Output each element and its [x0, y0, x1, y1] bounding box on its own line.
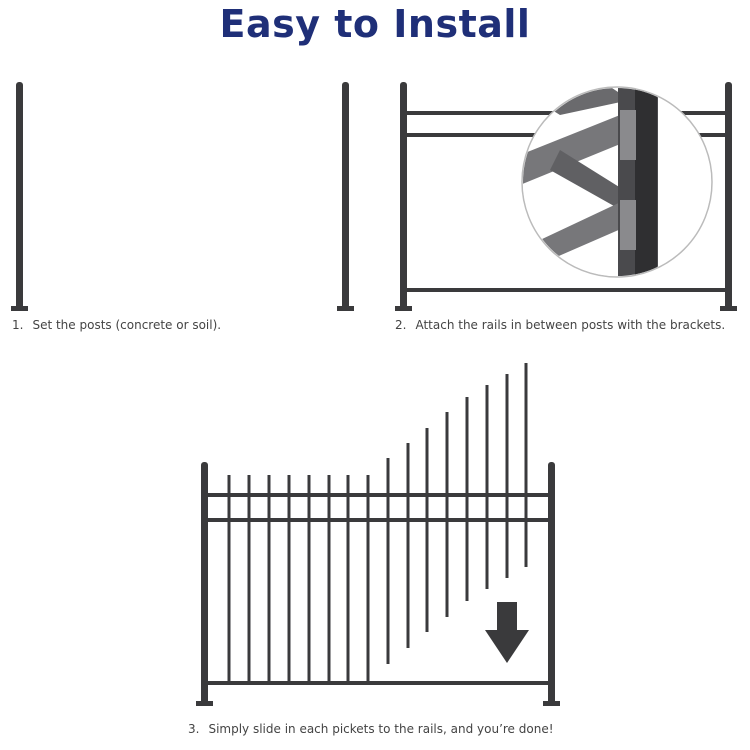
rail-bottom — [405, 288, 727, 292]
picket — [307, 475, 311, 682]
step-3-caption: 3.Simply slide in each pickets to the ra… — [188, 722, 554, 736]
post-left — [201, 462, 208, 705]
picket — [386, 458, 390, 664]
page-title: Easy to Install — [219, 2, 531, 46]
picket — [247, 475, 251, 682]
step3-fence — [196, 363, 560, 706]
down-arrow-icon — [485, 602, 529, 663]
picket — [267, 475, 271, 682]
step1-posts — [11, 82, 354, 311]
picket — [287, 475, 291, 682]
post-right-base — [337, 306, 354, 311]
picket — [227, 475, 231, 682]
post-right — [548, 462, 555, 705]
picket — [465, 397, 469, 601]
picket — [327, 475, 331, 682]
rail-middle — [206, 518, 550, 522]
picket — [485, 385, 489, 589]
picket — [406, 443, 410, 648]
picket — [366, 475, 370, 682]
picket — [505, 374, 509, 578]
post-left-base — [11, 306, 28, 311]
rail-bottom — [206, 681, 550, 685]
picket — [524, 363, 528, 567]
picket — [346, 475, 350, 682]
picket — [425, 428, 429, 632]
bracket-detail-zoom — [521, 86, 713, 278]
step-1-caption: 1.Set the posts (concrete or soil). — [12, 318, 222, 332]
post — [400, 82, 407, 310]
post-left — [16, 82, 23, 310]
picket — [445, 412, 449, 617]
step-2-caption: 2.Attach the rails in between posts with… — [395, 318, 726, 332]
post — [725, 82, 732, 310]
post-right — [342, 82, 349, 310]
rail-top — [206, 493, 550, 497]
